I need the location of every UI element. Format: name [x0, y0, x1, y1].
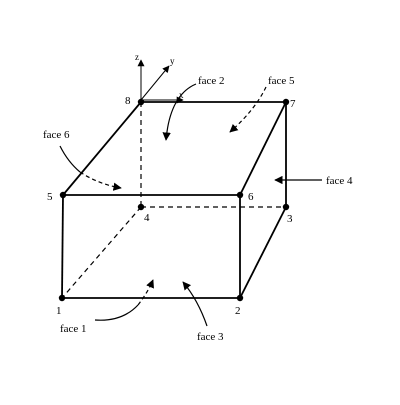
face-6-arrow-solid: [59, 145, 81, 173]
vertices: [58, 98, 290, 302]
face-1-arrow-dashed: [137, 279, 154, 306]
edge-7-6: [239, 101, 287, 196]
vertex-4: [137, 203, 145, 211]
vertex-8: [137, 98, 145, 106]
vertex-7: [282, 98, 290, 106]
face-label-3: face 3: [197, 331, 224, 343]
z-axis-label: z: [135, 52, 139, 62]
vertex-2: [236, 294, 244, 302]
vertex-label-6: 6: [248, 191, 254, 203]
y-axis-label: y: [170, 56, 175, 66]
vertex-label-8: 8: [125, 95, 131, 107]
face-3-arrow: [182, 281, 208, 327]
face-5-arrow: [229, 86, 267, 133]
face-label-2: face 2: [198, 75, 225, 87]
vertex-5: [59, 191, 67, 199]
y-axis: [140, 65, 170, 101]
vertex-labels: 1 2 3 4 5 6 7 8: [47, 95, 296, 317]
face-6-arrow-dashed: [79, 171, 122, 191]
face-1-arrow-solid: [94, 304, 139, 321]
face-labels: face 1 face 2 face 3 face 4 face 5 face …: [43, 75, 353, 343]
edge-4-1: [61, 206, 142, 299]
vertex-label-7: 7: [290, 98, 296, 110]
face-label-4: face 4: [326, 175, 353, 187]
face-label-6: face 6: [43, 129, 70, 141]
edge-1-5: [61, 194, 64, 299]
face-2-arrow: [162, 83, 197, 141]
edge-3-2: [239, 206, 287, 299]
vertex-label-1: 1: [56, 305, 62, 317]
vertex-1: [58, 294, 66, 302]
vertex-6: [236, 191, 244, 199]
vertex-label-4: 4: [144, 212, 150, 224]
hidden-edges: [61, 102, 286, 299]
vertex-label-3: 3: [287, 213, 293, 225]
vertex-label-5: 5: [47, 191, 53, 203]
face-label-1: face 1: [60, 323, 87, 335]
face-arrows: [59, 83, 322, 327]
edge-5-8: [62, 101, 142, 196]
face-label-5: face 5: [268, 75, 295, 87]
axes: z x y: [135, 52, 184, 104]
visible-edges: [61, 101, 287, 299]
vertex-label-2: 2: [235, 305, 241, 317]
vertex-3: [282, 203, 290, 211]
